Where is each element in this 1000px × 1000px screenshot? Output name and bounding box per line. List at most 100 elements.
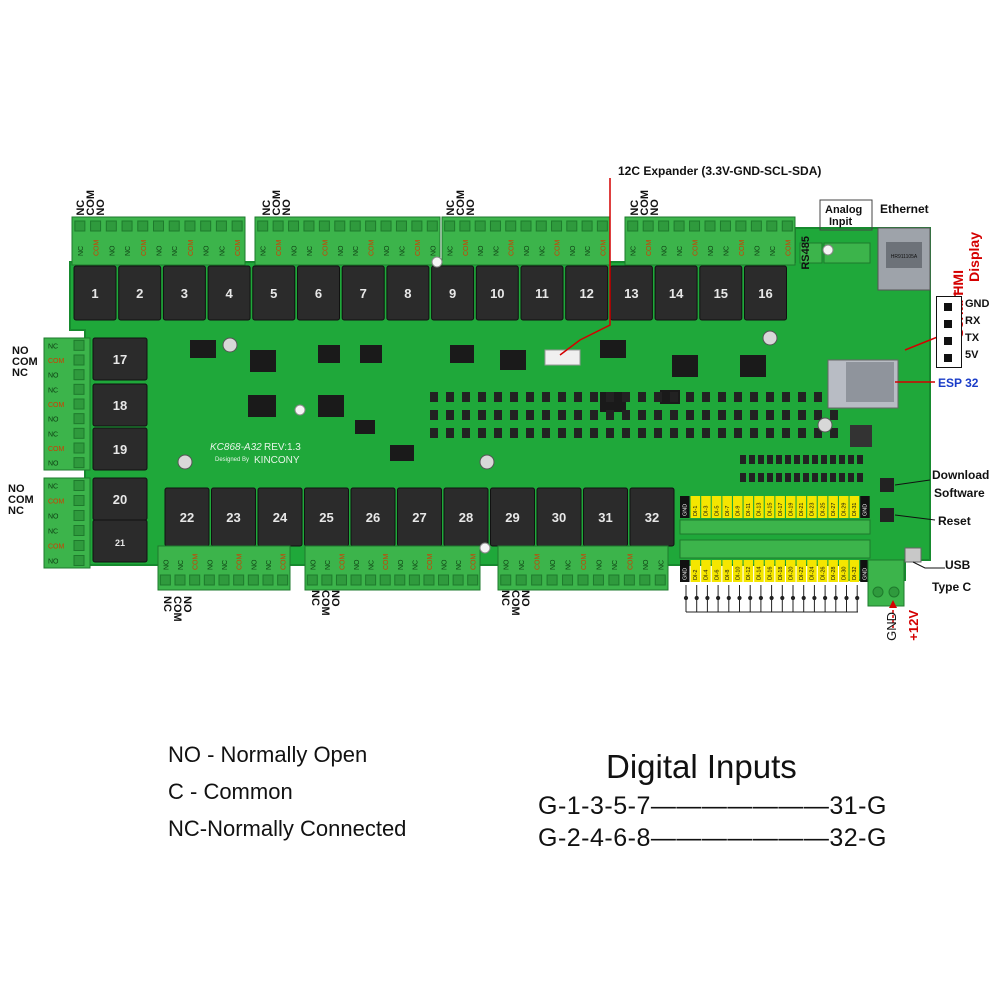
ic-chip (500, 350, 526, 370)
di-top-label: DI-1 (693, 506, 699, 516)
input-component (542, 428, 550, 438)
relay-number-2: 2 (136, 286, 143, 301)
input-component (803, 455, 809, 464)
terminal-screw (395, 220, 407, 232)
relay-number-30: 30 (552, 510, 566, 525)
esp32-shield (846, 362, 894, 402)
hmi-pin-gnd: GND (965, 298, 990, 310)
terminal-pin-label: NC (399, 246, 406, 256)
di-top-label-bg (849, 496, 860, 518)
di-top-label-bg (722, 496, 732, 518)
di-top-label: DI-25 (820, 503, 826, 516)
ic-chip (360, 345, 382, 363)
power-screw (888, 586, 900, 598)
input-component (758, 455, 764, 464)
terminal-screw (673, 220, 685, 232)
terminal-screw (288, 220, 300, 232)
terminal-pin-label: NC (325, 560, 332, 570)
ic-chip (248, 395, 276, 417)
terminal-screw (489, 220, 501, 232)
di-bottom-label: DI-10 (736, 567, 742, 580)
relay-number-6: 6 (315, 286, 322, 301)
input-component (794, 473, 800, 482)
terminal-screw (73, 369, 85, 381)
input-component (478, 392, 486, 402)
input-component (574, 428, 582, 438)
di-switch-node (812, 595, 817, 601)
capacitor (177, 454, 193, 470)
serial-hmi-pin-header (936, 296, 962, 368)
terminal-screw (566, 220, 578, 232)
terminal-screw (459, 220, 471, 232)
input-component (814, 410, 822, 420)
di-top-label: DI-9 (736, 506, 742, 516)
terminal-screw (73, 495, 85, 506)
input-component (718, 392, 726, 402)
terminal-pin-label: NO (550, 559, 557, 570)
input-component (622, 410, 630, 420)
mounting-hole (294, 404, 306, 416)
di-switch-node (737, 595, 742, 601)
di-bottom-label: GND (863, 568, 869, 580)
board-designed-by: Designed By (215, 457, 249, 463)
di-bottom-label-bg (839, 560, 849, 582)
input-component (830, 428, 838, 438)
terminal-screw (247, 574, 259, 586)
terminal-screw (581, 220, 593, 232)
di-top-label: DI-5 (714, 506, 720, 516)
terminal-screw (444, 220, 456, 232)
terminal-screw (766, 220, 778, 232)
di-bottom-label-bg (701, 560, 711, 582)
terminal-pin-label: NC (48, 387, 58, 394)
input-component (830, 473, 836, 482)
download-callout-1: Download (932, 468, 990, 482)
terminal-pin-label: NC (125, 246, 132, 256)
di-terminal-bottom (679, 539, 871, 559)
analog-callout-box (819, 199, 873, 231)
reset-callout: Reset (938, 514, 971, 528)
terminal-pin-label: NO (48, 514, 59, 521)
legend-c: C - Common (168, 779, 293, 804)
terminal-screw (73, 540, 85, 551)
di-bottom-label-bg (711, 560, 722, 582)
terminal-pin-label: NO (251, 559, 258, 570)
relay-number-26: 26 (366, 510, 380, 525)
terminal-pin-label: NC (48, 529, 58, 536)
di-bottom-label: DI-4 (704, 570, 710, 580)
download-callout-line (894, 479, 931, 486)
di-bottom-label-bg (680, 560, 690, 582)
relay-number-7: 7 (360, 286, 367, 301)
input-component (718, 410, 726, 420)
terminal-screw (90, 220, 102, 232)
terminal-pin-label: COM (339, 554, 346, 571)
di-bottom-label-bg (690, 560, 701, 582)
terminal-pin-label: NO (442, 559, 449, 570)
terminal-screw (272, 220, 284, 232)
input-component (638, 410, 646, 420)
di-bottom-label: DI-32 (852, 567, 858, 580)
terminal-pin-label: NO (48, 559, 59, 566)
usb-callout-2: Type C (932, 580, 972, 594)
terminal-screw (73, 383, 85, 395)
di-top-label: DI-23 (810, 503, 816, 516)
input-component (857, 455, 863, 464)
input-component (510, 410, 518, 420)
input-component (590, 392, 598, 402)
ic-chip (355, 420, 375, 434)
terminal-screw (200, 220, 212, 232)
input-component (670, 410, 678, 420)
terminal-pin-label: NO (207, 559, 214, 570)
terminal-pin-label: NC (307, 246, 314, 256)
di-top-label-bg (786, 496, 796, 518)
terminal-pin-label: NC (266, 560, 273, 570)
terminal-screw (318, 220, 330, 232)
terminal-screw (438, 574, 450, 586)
terminal-screw (520, 220, 532, 232)
input-component (526, 410, 534, 420)
relay-number-21: 21 (115, 538, 125, 548)
input-component (478, 410, 486, 420)
relay-number-28: 28 (459, 510, 473, 525)
